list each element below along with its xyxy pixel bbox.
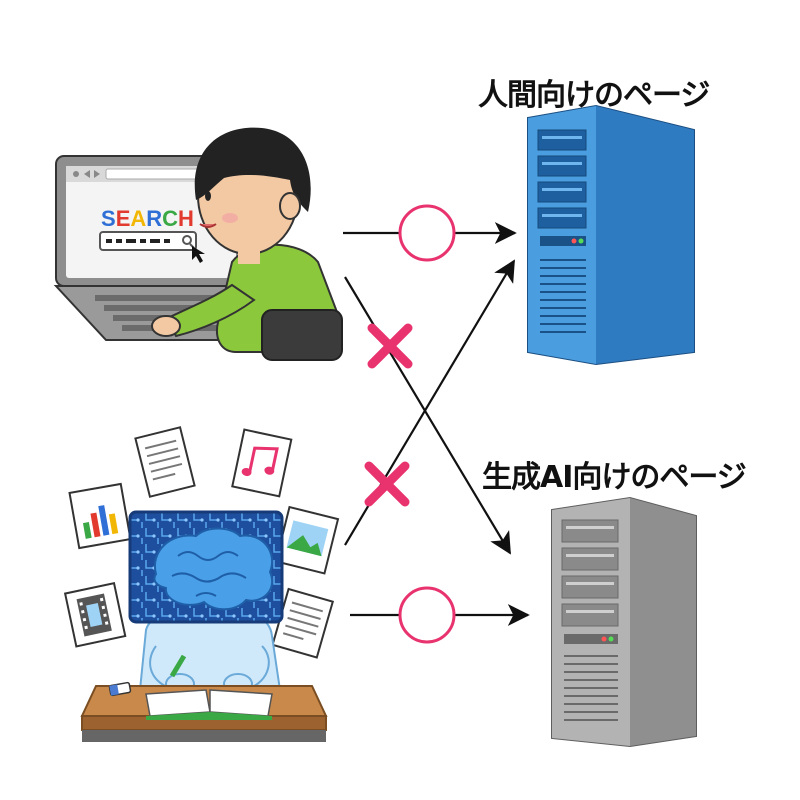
connection-human-to-ai-page (344, 276, 511, 555)
connection-ai-to-ai-page (350, 586, 530, 644)
image-icon (274, 505, 340, 575)
search-logo: SEARCH (101, 206, 194, 231)
person-icon (151, 127, 343, 361)
ai-robot-icon (63, 426, 340, 742)
denied-mark-icon (367, 323, 413, 369)
server-blue-icon (527, 104, 695, 366)
music-icon (231, 428, 293, 498)
document-icon (134, 426, 196, 498)
allowed-mark-icon (398, 586, 456, 644)
server-gray-icon (551, 496, 697, 748)
ai-page-label: 生成AI向けのページ (482, 460, 747, 495)
denied-mark-icon (364, 461, 410, 507)
connection-ai-to-human-page (344, 259, 515, 546)
connection-human-to-human-page (343, 204, 517, 262)
document-icon (271, 587, 335, 659)
magnifier-icon (182, 235, 192, 245)
chart-icon (68, 482, 132, 550)
film-icon (63, 581, 127, 648)
cursor-icon (192, 246, 205, 263)
brain-icon (153, 527, 273, 611)
allowed-mark-icon (398, 204, 456, 262)
